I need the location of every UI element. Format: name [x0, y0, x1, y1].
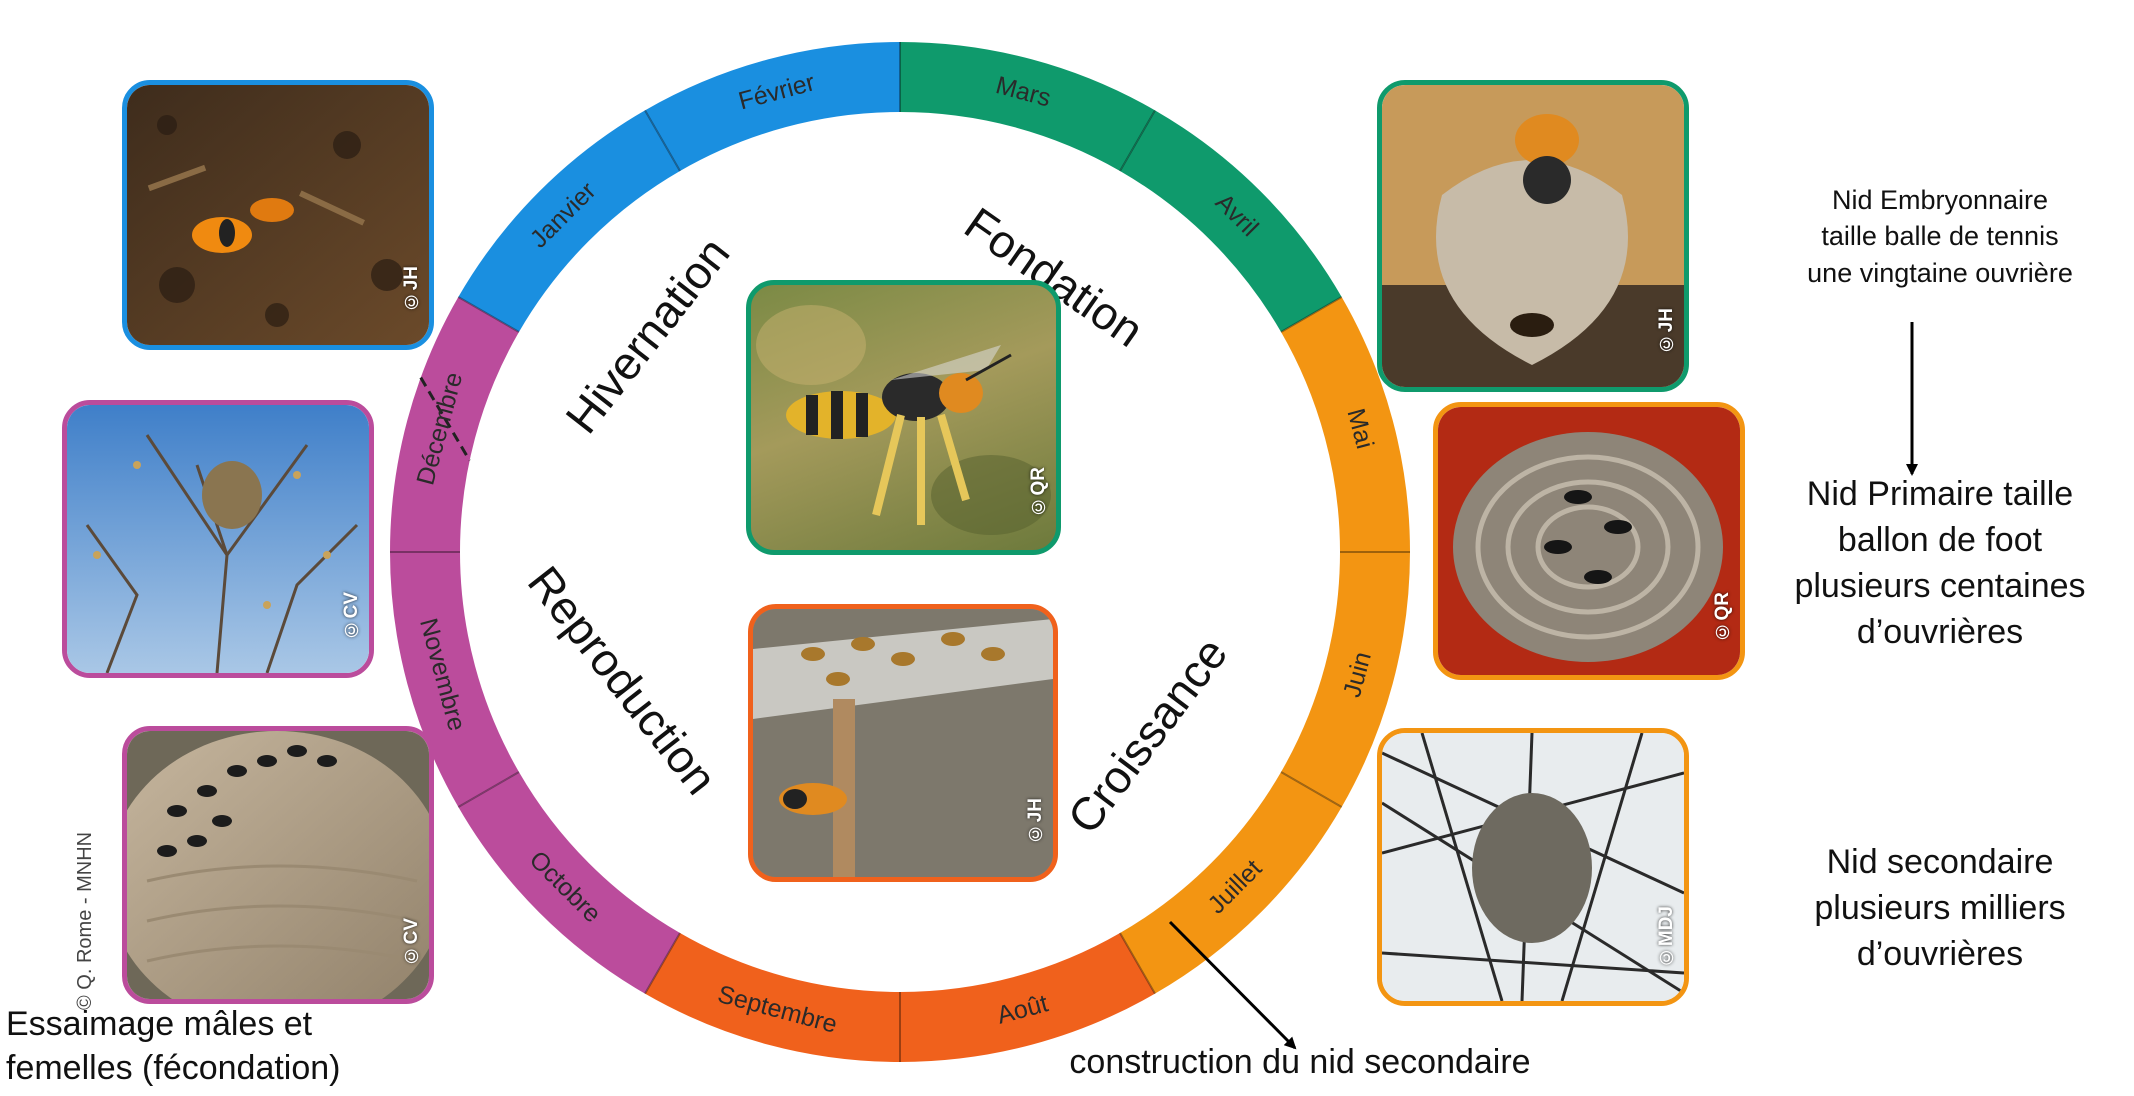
photo-credit: ©JH [1656, 308, 1678, 353]
photo-credit: ©JH [401, 266, 423, 311]
note-line: Nid Embryonnaire [1770, 182, 2110, 218]
tree-icon [67, 405, 369, 673]
embryo-nest-icon [1382, 85, 1684, 387]
nest-icon [127, 731, 429, 999]
soil-icon [127, 85, 429, 345]
photo-credit: ©QR [1712, 592, 1734, 642]
note-line: Nid Primaire taille [1770, 472, 2110, 518]
reproduction-nest-photo: ©CV [122, 726, 434, 1004]
photo-credit: ©CV [341, 592, 363, 639]
note-line: taille balle de tennis [1770, 218, 2110, 254]
note-line: femelles (fécondation) [6, 1046, 466, 1090]
note-line: d’ouvrières [1770, 610, 2110, 656]
embryo-nest-note: Nid Embryonnaire taille balle de tennis … [1770, 182, 2110, 291]
photo-credit: ©QR [1028, 467, 1050, 517]
note-line: ballon de foot [1770, 518, 2110, 564]
note-line: d’ouvrières [1770, 932, 2110, 978]
photo-credit: ©MDJ [1656, 906, 1678, 967]
swarming-note: Essaimage mâles et femelles (fécondation… [6, 1002, 466, 1090]
primary-nest-note: Nid Primaire taille ballon de foot plusi… [1770, 472, 2110, 656]
embryo-nest-photo: ©JH [1377, 80, 1689, 392]
photo-credit: ©JH [1025, 798, 1047, 843]
secondary-nest-icon [1382, 733, 1684, 1001]
construction-arrow [1170, 922, 1295, 1048]
note-line: plusieurs centaines [1770, 564, 2110, 610]
hornet-hunting-photo: ©JH [748, 604, 1058, 882]
note-line: plusieurs milliers [1770, 886, 2110, 932]
phase-reproduction: Reproduction [518, 556, 727, 804]
note-line: Essaimage mâles et [6, 1002, 466, 1046]
hornet-icon [751, 285, 1056, 550]
secondary-nest-photo: ©MDJ [1377, 728, 1689, 1006]
primary-nest-icon [1438, 407, 1740, 675]
secondary-nest-note: Nid secondaire plusieurs milliers d’ouvr… [1770, 840, 2110, 978]
nest-in-tree-photo: ©CV [62, 400, 374, 678]
photo-credit: ©CV [401, 918, 423, 965]
primary-nest-photo: ©QR [1433, 402, 1745, 680]
beehive-icon [753, 609, 1053, 877]
hornet-flying-photo: ©QR [746, 280, 1061, 555]
note-line: une vingtaine ouvrière [1770, 255, 2110, 291]
construction-note: construction du nid secondaire [1040, 1040, 1560, 1086]
phase-croissance: Croissance [1057, 628, 1237, 843]
phase-hivernation: Hivernation [555, 227, 739, 442]
note-line: Nid secondaire [1770, 840, 2110, 886]
hibernation-queen-photo: ©JH [122, 80, 434, 350]
mnhn-credit: © Q. Rome - MNHN [74, 800, 104, 1010]
